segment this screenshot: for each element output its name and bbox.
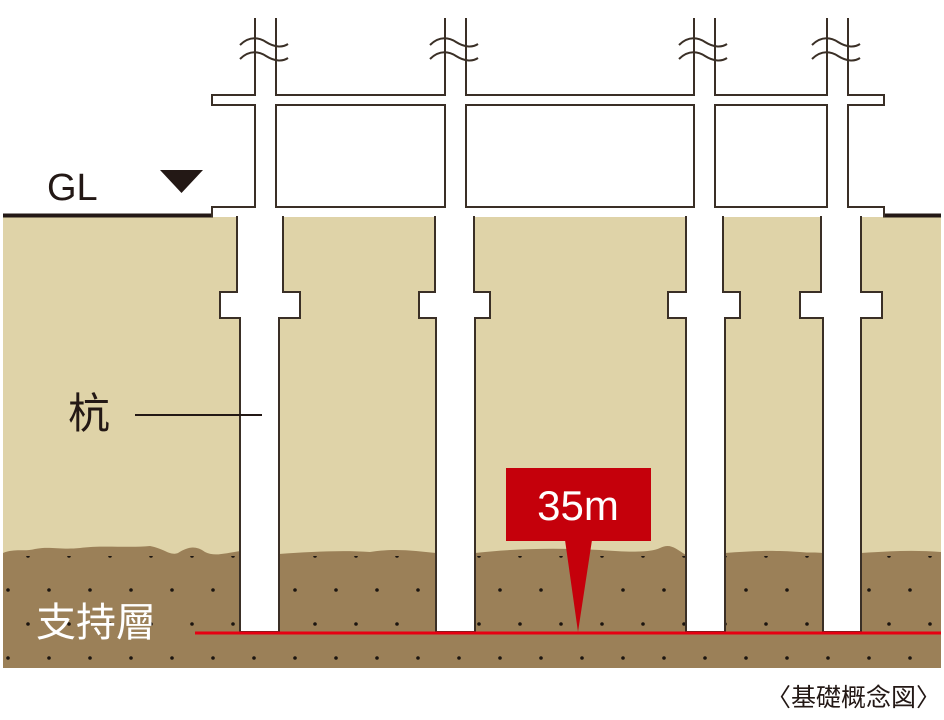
depth-label: 35m [537,482,619,529]
basement-room-3 [714,104,828,208]
ground-level-marker-icon [160,170,203,193]
basement-room-2 [465,104,695,208]
building-frame [211,18,885,217]
depth-callout: 35m [506,468,651,632]
bearing-layer-label: 支持層 [36,601,156,645]
ground-level-label: GL [47,167,98,209]
diagram-caption: 〈基礎概念図〉 [766,683,941,712]
column-break-marks [239,37,861,62]
pile-label: 杭 [68,389,110,438]
basement-room-1 [275,104,446,208]
